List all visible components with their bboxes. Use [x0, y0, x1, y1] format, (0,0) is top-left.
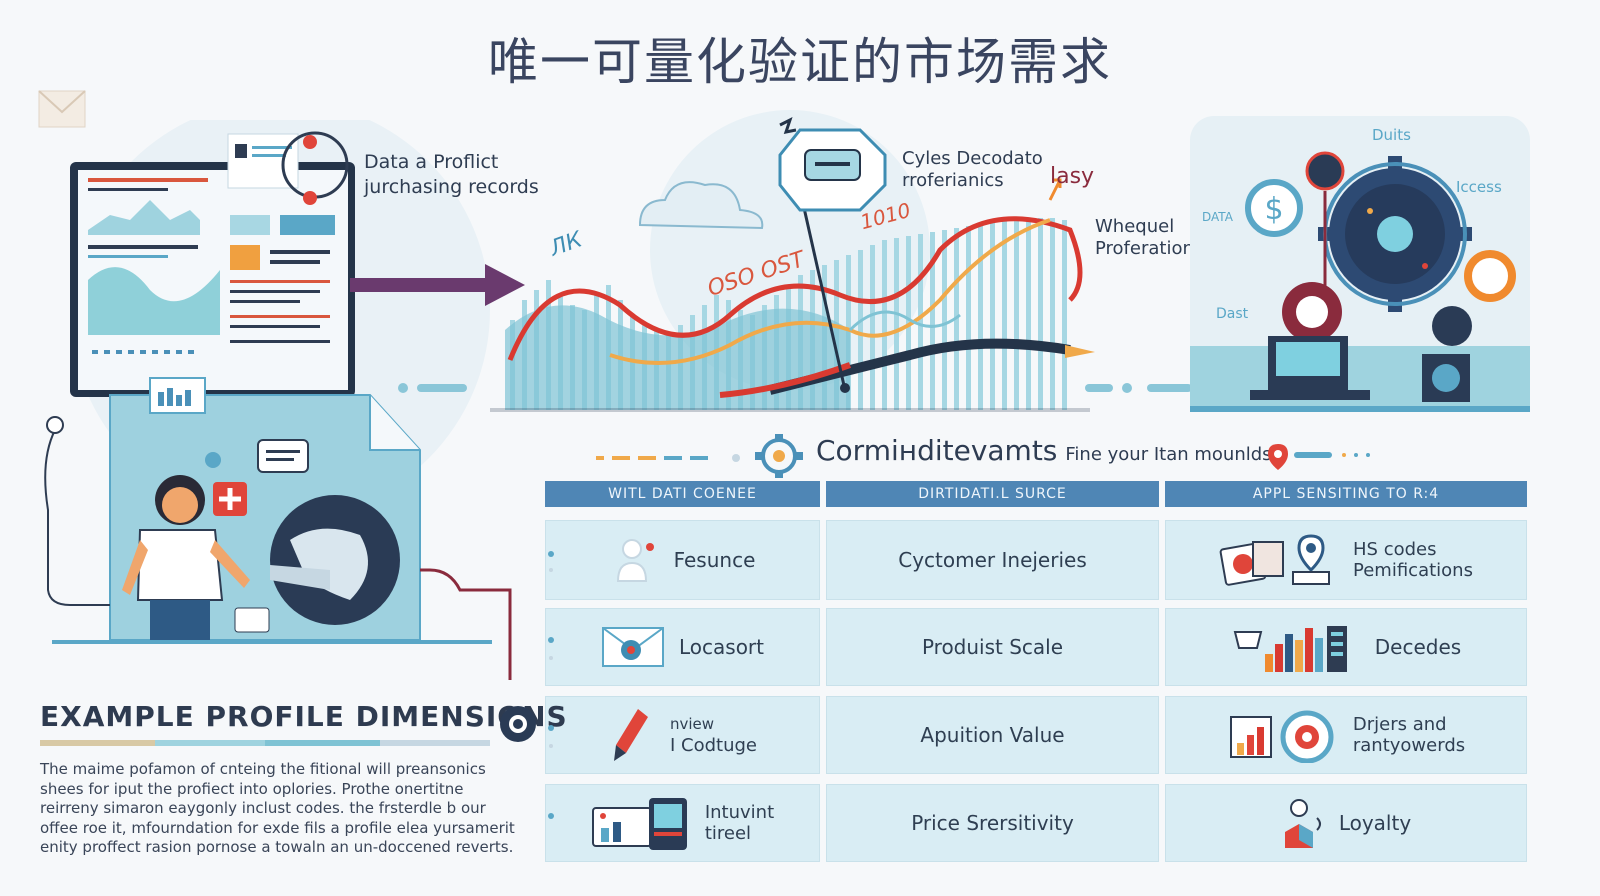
person-icon — [616, 539, 654, 582]
cell-line: Pemifications — [1353, 560, 1473, 581]
profile-line: reirreny simaron eaygonly inclust codes.… — [40, 799, 486, 817]
table-row: Cyctomer Inejeries — [826, 520, 1159, 600]
proferations-line-2: Proferations — [1095, 238, 1204, 259]
codes-icon — [1219, 534, 1331, 586]
envelope-icon — [38, 90, 86, 128]
loyalty-person-icon — [1284, 799, 1321, 848]
arrow-right-icon — [350, 264, 525, 306]
marker-icon — [613, 709, 648, 761]
cell-label-multiline: Intuvint tireel — [705, 802, 774, 844]
decoder-caption-line-1: Cyles Decodato — [902, 148, 1043, 169]
section-title-main: Cormінditevamts — [816, 434, 1058, 467]
svg-text:$: $ — [1264, 192, 1283, 227]
section-title: Cormінditevamts Fine your Itan mounlds — [816, 434, 1272, 467]
gear-label-right: Iccess — [1456, 178, 1502, 196]
cell-label: Fesunce — [673, 548, 756, 572]
cell-label: Decedes — [1374, 635, 1462, 659]
cell-label: Apuition Value — [920, 723, 1065, 747]
table-row: Loyalty — [1165, 784, 1527, 862]
table-row: Price Srersitivity — [826, 784, 1159, 862]
gear-label-top: Duits — [1372, 126, 1411, 144]
mail-icon — [602, 627, 664, 667]
cell-line: HS codes — [1353, 539, 1437, 560]
decoder-caption-line-2: rroferianics — [902, 170, 1004, 191]
devices-icon — [591, 798, 687, 850]
decoder-caption: Cyles Decodato rroferianics — [902, 148, 1043, 192]
cell-line: rantyowerds — [1352, 735, 1466, 756]
table-row: Drjers and rantyowerds — [1165, 696, 1527, 774]
profile-line: offee roe it, mfourndation for exde fils… — [40, 818, 515, 837]
gears-illustration: $ — [1190, 116, 1530, 412]
gear-label-bottom: Dast — [1216, 306, 1249, 322]
table-row: Fesunce — [545, 520, 820, 600]
cell-label: Price Srersitivity — [911, 811, 1074, 835]
table-row: Intuvint tireel — [545, 784, 820, 862]
profile-description: The maime pofamon of cnteing the fitiona… — [40, 760, 520, 858]
proferations-line-1: Whequel — [1095, 216, 1175, 237]
profile-line: enity proffect rasion pornose a towaln a… — [40, 838, 514, 856]
location-pin-icon — [1268, 444, 1370, 470]
cell-line: Drjers and — [1352, 714, 1447, 735]
profile-title: EXAMPLE PROFILE DIMENSIONS — [40, 700, 568, 733]
page-title: 唯一可量化验证的市场需求 — [488, 33, 1112, 91]
cell-line: Intuvint — [704, 802, 775, 823]
chart-target-icon — [1229, 710, 1334, 763]
dashboard-illustration — [30, 100, 550, 680]
trend-chart-illustration — [490, 100, 1110, 420]
table-row: nview I Codtuge — [545, 696, 820, 774]
settings-gear-icon — [755, 434, 803, 478]
cell-label: Loyalty — [1338, 811, 1412, 835]
cell-label-multiline: HS codes Pemifications — [1353, 539, 1473, 581]
profile-line: The maime pofamon of cnteing the fitiona… — [40, 760, 486, 778]
profile-underline — [40, 740, 490, 746]
data-source-caption: Data a Proflict jurchasing records — [364, 150, 539, 200]
cell-label: Locasort — [679, 635, 764, 659]
cell-line: tireel — [704, 823, 752, 844]
table-row: Produist Scale — [826, 608, 1159, 686]
table-row: Locasort — [545, 608, 820, 686]
cell-label: Cyctomer Inejeries — [898, 548, 1087, 572]
table-row: Decedes — [1165, 608, 1527, 686]
cell-label: Produist Scale — [921, 635, 1064, 659]
table-header-1: WITL DATI COENEE — [545, 481, 820, 507]
cell-line: nview — [669, 715, 715, 733]
connector-dots — [1085, 383, 1192, 393]
profile-line: shees for iput the profiect into oplorie… — [40, 779, 464, 798]
cell-label-multiline: nview I Codtuge — [670, 714, 757, 756]
table-header-3: APPL SENSITING TO R:4 — [1165, 481, 1527, 507]
table-row: HS codes Pemifications — [1165, 520, 1527, 600]
cell-line: I Codtuge — [669, 735, 757, 756]
proferations-caption: Whequel Proferations — [1095, 216, 1203, 260]
cell-label-multiline: Drjers and rantyowerds — [1353, 714, 1465, 756]
accent-label: lasy — [1050, 164, 1095, 189]
table-row: Apuition Value — [826, 696, 1159, 774]
section-divider-left — [596, 454, 740, 462]
gear-icon — [500, 706, 536, 742]
row-bullets — [548, 551, 554, 819]
gear-label-left: DATA — [1202, 210, 1233, 224]
caption-line-1: Data a Proflict — [364, 151, 499, 173]
connector-dots — [398, 383, 467, 393]
books-chart-icon — [1233, 626, 1347, 672]
table-header-2: DIRTIDATI.L SURCE — [826, 481, 1159, 507]
caption-line-2: jurchasing records — [364, 176, 539, 198]
section-title-sub: Fine your Itan mounlds — [1065, 444, 1272, 465]
